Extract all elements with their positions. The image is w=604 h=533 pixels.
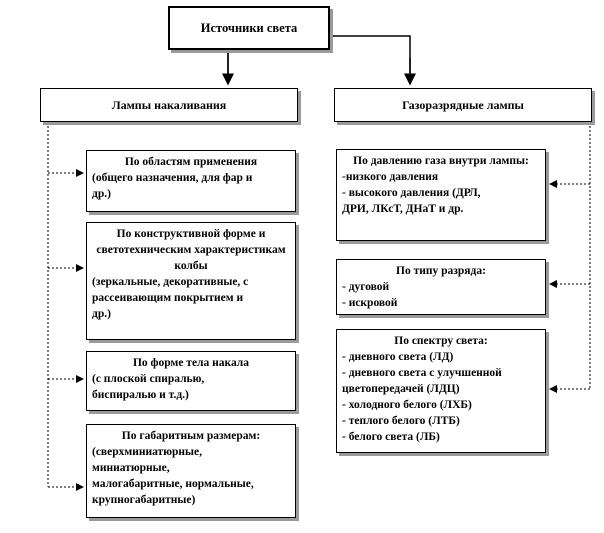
- right-item-1-line: ДРИ, ЛКсТ, ДНаТ и др.: [342, 203, 464, 215]
- left-item-4-line: малогабаритные, нормальные,: [92, 478, 254, 490]
- root-node: Источники света: [168, 6, 330, 50]
- left-item-2: По конструктивной форме и светотехническ…: [86, 222, 296, 340]
- right-item-3-line: цветопередачей (ЛДЦ): [342, 383, 460, 395]
- root-connector: [227, 50, 411, 84]
- left-item-4-line: миниатюрные,: [92, 462, 170, 474]
- right-item-3: По спектру света: - дневного света (ЛД) …: [336, 329, 546, 453]
- right-item-3-line: - холодного белого (ЛХБ): [342, 399, 472, 411]
- root-node-label: Источники света: [200, 21, 298, 35]
- left-item-3: По форме тела накала (с плоской спиралью…: [86, 351, 296, 411]
- left-item-1: По областям применения (общего назначени…: [86, 150, 296, 212]
- left-item-4: По габаритным размерам: (сверхминиатюрны…: [86, 424, 296, 518]
- left-item-4-line: (сверхминиатюрные,: [92, 446, 202, 458]
- left-item-1-line: др.): [92, 188, 111, 200]
- root-to-right-arrow: [330, 35, 416, 86]
- right-item-3-title: По спектру света:: [394, 335, 488, 347]
- left-branch-label: Лампы накаливания: [111, 98, 227, 112]
- left-item-2-line: рассеивающим покрытием и: [92, 292, 244, 304]
- right-item-3-line: - теплого белого (ЛТБ): [342, 415, 460, 427]
- right-item-3-line: - белого света (ЛБ): [342, 431, 440, 443]
- right-item-1-line: -низкого давления: [342, 171, 439, 183]
- right-item-2: По типу разряда: - дуговой - искровой: [336, 259, 546, 315]
- right-item-2-line: - дуговой: [342, 281, 390, 293]
- left-item-2-title: По конструктивной форме и светотехническ…: [96, 228, 286, 272]
- right-item-2-title: По типу разряда:: [396, 265, 486, 277]
- left-item-4-title: По габаритным размерам:: [121, 430, 261, 442]
- left-item-3-line: (с плоской спиралью,: [92, 373, 205, 385]
- left-item-2-line: (зеркальные, декоративные, с: [92, 276, 249, 288]
- left-item-2-line: др.): [92, 308, 111, 320]
- left-branch-node: Лампы накаливания: [40, 88, 298, 122]
- left-item-4-line: крупногабаритные): [92, 494, 196, 506]
- left-item-1-title: По областям применения: [124, 156, 258, 168]
- right-item-3-line: - дневного света (ЛД): [342, 351, 454, 363]
- left-item-3-title: По форме тела накала: [132, 357, 250, 369]
- left-item-3-line: биспиралью и т.д.): [92, 389, 189, 401]
- right-item-1-title: По давлению газа внутри лампы:: [353, 155, 529, 167]
- right-item-1-line: - высокого давления (ДРЛ,: [342, 187, 481, 199]
- right-branch-node: Газоразрядные лампы: [334, 88, 592, 122]
- right-item-2-line: - искровой: [342, 297, 398, 309]
- right-branch-label: Газоразрядные лампы: [402, 98, 524, 112]
- left-item-1-line: (общего назначения, для фар и: [92, 172, 253, 184]
- right-item-1: По давлению газа внутри лампы: -низкого …: [336, 149, 546, 241]
- right-item-3-line: - дневного света с улучшенной: [342, 367, 502, 379]
